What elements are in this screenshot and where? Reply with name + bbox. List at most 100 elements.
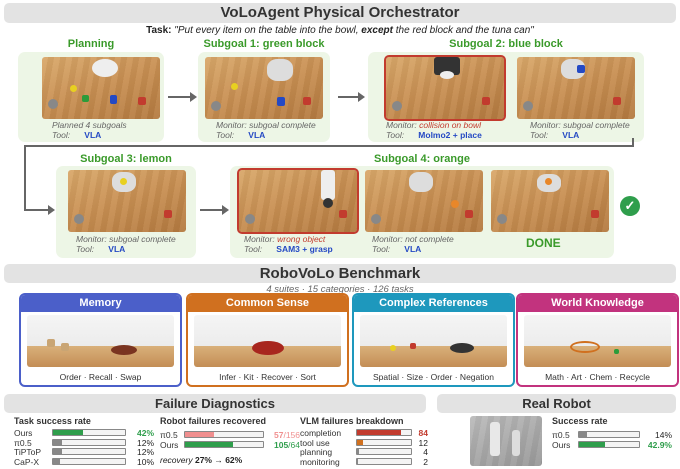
flow-arrow xyxy=(338,92,365,102)
stat-bar-fill xyxy=(579,432,588,437)
stat-bar xyxy=(356,429,412,436)
task-description: Task: "Put every item on the table into … xyxy=(146,25,534,36)
subgoal4-image-b xyxy=(365,170,483,232)
stat-value: 57/156 xyxy=(273,430,300,440)
stat-value: 105/64 xyxy=(273,440,300,450)
stat-value: 4 xyxy=(423,447,428,457)
done-label: DONE xyxy=(526,236,561,250)
stat-row: Ours 42.9% xyxy=(552,440,676,450)
stat-label: Ours xyxy=(552,440,571,450)
stat-bar xyxy=(356,438,412,446)
stat-label: Ours xyxy=(14,428,33,438)
row-connector xyxy=(24,145,632,147)
stat-label: Ours xyxy=(160,440,179,450)
row-connector xyxy=(632,138,634,147)
stat-row: π0.5 12% xyxy=(14,437,154,448)
recovery-summary: recovery 27% → 62% xyxy=(160,455,243,465)
stat-value: 84 xyxy=(418,428,428,438)
stat-value: 12 xyxy=(418,437,428,448)
stat-bar-fill xyxy=(53,449,62,454)
row-connector xyxy=(24,145,26,211)
task-success-title: Task success rate xyxy=(14,416,91,426)
diagnostics-title: Failure Diagnostics xyxy=(4,394,426,413)
stat-bar-fill xyxy=(53,458,61,464)
stat-value: 42.9% xyxy=(647,440,672,450)
stat-row: CaP-X 10% xyxy=(14,456,154,467)
stat-row: Ours 105/64 xyxy=(160,440,300,450)
stat-label: completion xyxy=(300,428,342,438)
real-robot-image xyxy=(470,416,542,466)
subgoal1-image xyxy=(205,57,323,119)
stat-bar xyxy=(52,448,126,455)
stat-label: tool use xyxy=(300,437,330,448)
stat-value: 10% xyxy=(136,456,154,467)
real-robot-success-title: Success rate xyxy=(552,416,608,426)
stat-bar-fill xyxy=(185,442,234,447)
stat-row: Ours 42% xyxy=(14,428,154,438)
stat-bar-fill xyxy=(357,449,360,454)
planning-image xyxy=(42,57,160,119)
flow-arrow xyxy=(200,205,229,215)
real-robot-title: Real Robot xyxy=(437,394,676,413)
orchestrator-title: VoLoAgent Physical Orchestrator xyxy=(4,3,676,23)
planning-title: Planning xyxy=(67,38,115,50)
stat-bar xyxy=(184,431,264,438)
stat-label: CaP-X xyxy=(14,456,40,467)
stat-value: 12% xyxy=(136,437,154,448)
subgoal2-image-a xyxy=(384,55,506,121)
subgoal4-caption-b: Monitor: not complete Tool: VLA xyxy=(372,234,454,254)
stat-bar xyxy=(356,457,412,465)
stat-bar xyxy=(184,441,264,448)
stat-row: π0.5 14% xyxy=(552,430,676,440)
subgoal4-image-a xyxy=(237,168,359,234)
subgoal3-caption: Monitor: subgoal complete Tool: VLA xyxy=(76,234,176,254)
stat-row: completion 84 xyxy=(300,428,428,438)
stat-value: 12% xyxy=(136,447,154,457)
subgoal4-caption-a: Monitor: wrong object Tool: SAM3 + grasp xyxy=(244,234,333,254)
stat-row: monitoring 2 xyxy=(300,456,428,467)
stat-value: 2 xyxy=(423,456,428,467)
stat-value: 42% xyxy=(136,428,154,438)
subgoal2-caption-b: Monitor: subgoal complete Tool: VLA xyxy=(530,120,630,140)
stat-row: planning 4 xyxy=(300,447,428,457)
stat-bar xyxy=(578,441,640,448)
stat-value: 14% xyxy=(654,430,672,440)
stat-label: planning xyxy=(300,447,333,457)
stat-bar xyxy=(52,457,126,465)
category-world-knowledge: World Knowledge Math · Art · Chem · Recy… xyxy=(516,293,679,387)
stat-label: TiPToP xyxy=(14,447,42,457)
stat-bar-fill xyxy=(53,439,62,445)
stat-bar xyxy=(356,448,412,455)
stat-bar-fill xyxy=(185,432,214,437)
planning-caption: Planned 4 subgoals Tool: VLA xyxy=(52,120,127,140)
stat-bar-fill xyxy=(579,442,605,447)
stat-label: π0.5 xyxy=(14,437,32,448)
stat-bar xyxy=(52,438,126,446)
subgoal1-title: Subgoal 1: green block xyxy=(203,38,325,50)
stat-bar xyxy=(578,431,640,438)
category-complex-references: Complex References Spatial · Size · Orde… xyxy=(352,293,515,387)
stat-row: π0.5 57/156 xyxy=(160,430,300,440)
stat-bar-fill xyxy=(357,458,359,464)
flow-arrow xyxy=(168,92,197,102)
stat-label: π0.5 xyxy=(160,430,178,440)
subgoal4-image-c xyxy=(491,170,609,232)
subgoal4-title: Subgoal 4: orange xyxy=(374,153,470,165)
check-icon: ✓ xyxy=(620,196,640,216)
flow-arrow xyxy=(24,205,55,215)
stat-row: tool use 12 xyxy=(300,437,428,448)
stat-bar-fill xyxy=(357,439,364,445)
subgoal3-image xyxy=(68,170,186,232)
subgoal3-title: Subgoal 3: lemon xyxy=(80,153,172,165)
stat-row: TiPToP 12% xyxy=(14,447,154,457)
vlm-title: VLM failures breakdown xyxy=(300,416,404,426)
subgoal2-caption-a: Monitor: collision on bowl Tool: Molmo2 … xyxy=(386,120,482,140)
subgoal2-title: Subgoal 2: blue block xyxy=(449,38,563,50)
subgoal2-image-b xyxy=(517,57,635,119)
benchmark-title: RoboVoLo Benchmark xyxy=(4,264,676,283)
subgoal1-caption: Monitor: subgoal complete Tool: VLA xyxy=(216,120,316,140)
stat-bar-fill xyxy=(53,430,84,435)
recovered-title: Robot failures recovered xyxy=(160,416,267,426)
stat-label: π0.5 xyxy=(552,430,570,440)
stat-label: monitoring xyxy=(300,456,340,467)
